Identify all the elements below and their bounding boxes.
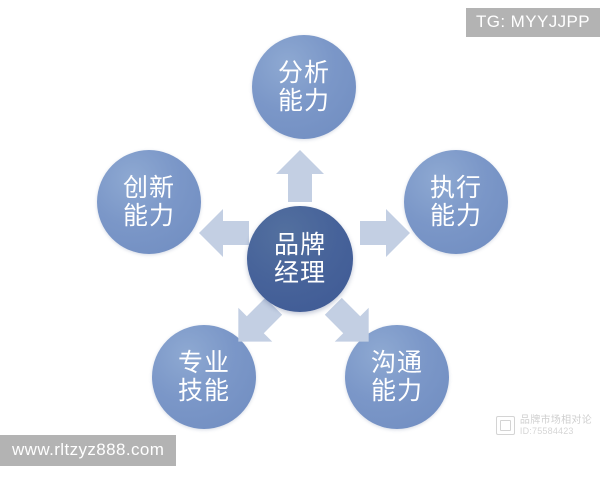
arrow-down-right-icon [323,296,379,352]
node-execution[interactable]: 执行 能力 [404,150,508,254]
arrow-up-left-icon [196,205,252,261]
arrow-down-left-icon [228,296,284,352]
node-innovation-line2: 能力 [122,202,175,230]
watermark: 品牌市场相对论 ID:75584423 [495,415,592,436]
node-analysis[interactable]: 分析 能力 [252,35,356,139]
watermark-text: 品牌市场相对论 ID:75584423 [520,415,592,436]
node-skills-line1: 专业 [177,349,230,377]
node-brand-manager-line1: 品牌 [273,231,326,259]
node-execution-line1: 执行 [429,174,482,202]
node-skills[interactable]: 专业 技能 [152,325,256,429]
tag-banner-top-right: TG: MYYJJPP [466,8,600,37]
node-communication-line2: 能力 [370,377,423,405]
node-analysis-line2: 能力 [277,87,330,115]
watermark-title: 品牌市场相对论 [519,414,592,426]
tag-banner-bottom-left: www.rltzyz888.com [0,435,177,466]
node-brand-manager-line2: 经理 [273,259,326,287]
arrow-up-icon [274,148,326,204]
node-communication-line1: 沟通 [370,349,423,377]
node-analysis-line1: 分析 [277,59,330,87]
node-execution-line2: 能力 [429,202,482,230]
arrow-up-right-icon [357,205,413,261]
node-communication[interactable]: 沟通 能力 [345,325,449,429]
node-innovation-line1: 创新 [122,174,175,202]
node-innovation[interactable]: 创新 能力 [97,150,201,254]
watermark-id: ID:75584423 [519,425,574,436]
node-brand-manager[interactable]: 品牌 经理 [247,206,353,312]
node-skills-line2: 技能 [177,377,230,405]
watermark-logo-icon [495,415,515,435]
